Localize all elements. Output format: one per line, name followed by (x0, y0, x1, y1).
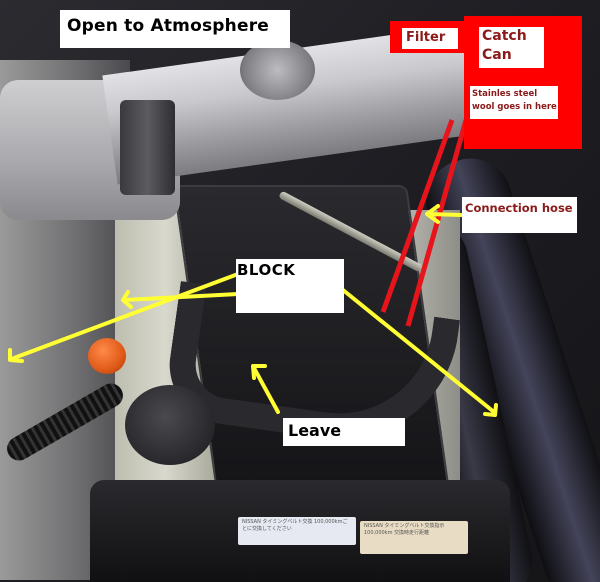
sticker-right-text: NISSAN タイミングベルト交換指示 100,000km 交換時走行距離 (364, 523, 445, 536)
connection-hose-text: Connection hose (465, 201, 573, 215)
intake-coupler (120, 100, 175, 195)
steel-wool-note: Stainles steel wool goes in here (470, 86, 558, 119)
catch-can-text: Catch Can (482, 28, 527, 63)
open-to-atmosphere-text: Open to Atmosphere (67, 16, 270, 36)
block-label: BLOCK (236, 259, 344, 313)
turbo-housing (240, 40, 315, 100)
leave-label: Leave (283, 418, 405, 446)
connection-hose-label: Connection hose (462, 197, 577, 233)
oil-filler-cap (125, 385, 215, 465)
filter-label: Filter (402, 28, 458, 49)
filter-text: Filter (406, 30, 446, 45)
steel-wool-text: Stainles steel wool goes in here (472, 89, 557, 112)
open-to-atmosphere-label: Open to Atmosphere (60, 10, 290, 48)
sticker-left-text: NISSAN タイミングベルト交換 100,000kmごとに交換してください (242, 519, 348, 532)
catch-can-label: Catch Can (479, 27, 544, 68)
leave-text: Leave (288, 421, 342, 440)
timing-belt-sticker-right: NISSAN タイミングベルト交換指示 100,000km 交換時走行距離 (360, 521, 468, 554)
timing-belt-sticker-left: NISSAN タイミングベルト交換 100,000kmごとに交換してください (238, 517, 356, 545)
orange-cap (88, 338, 126, 374)
block-text: BLOCK (237, 261, 296, 279)
